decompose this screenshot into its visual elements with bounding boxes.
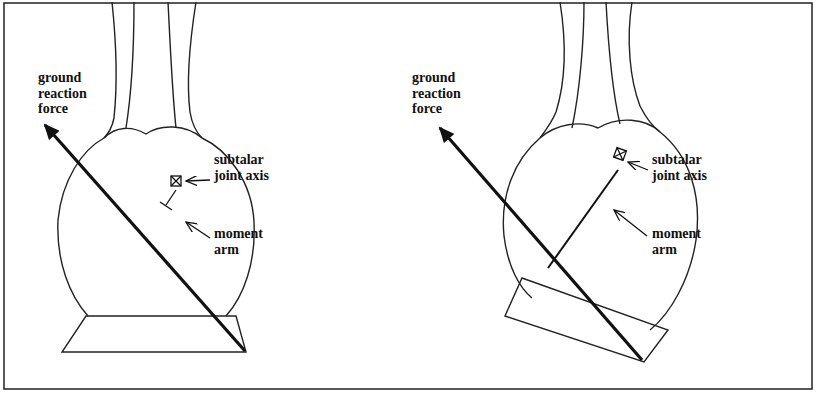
axis-label: subtalar joint axis <box>652 152 714 183</box>
axis-label: subtalar joint axis <box>214 152 276 183</box>
force-label: ground reaction force <box>38 70 112 117</box>
force-label: ground reaction force <box>412 70 486 117</box>
moment-arm-label: moment arm <box>652 226 710 257</box>
moment-arm-label: moment arm <box>214 226 272 257</box>
